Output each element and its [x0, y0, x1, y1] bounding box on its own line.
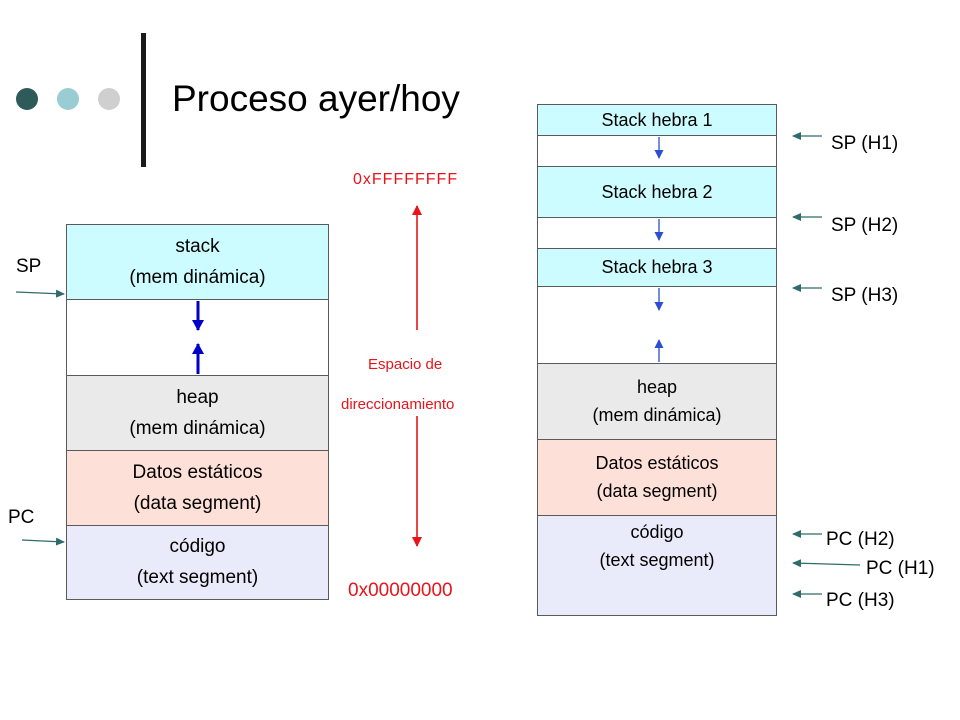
right-heap-segment: heap (mem dinámica) — [537, 363, 777, 440]
right-code-title: código — [630, 522, 684, 542]
right-stack-hebra-2-label: Stack hebra 2 — [601, 181, 713, 202]
left-sp-arrow — [15, 289, 65, 298]
pc-h2-label: PC (H2) — [826, 529, 895, 550]
left-data-title: Datos estáticos — [132, 461, 263, 483]
address-bottom-label: 0x00000000 — [348, 580, 453, 601]
right-stack-hebra-3-label: Stack hebra 3 — [601, 257, 713, 277]
right-data-title: Datos estáticos — [595, 453, 719, 473]
right-stack-hebra-1-label: Stack hebra 1 — [601, 109, 713, 130]
left-sp-label: SP — [16, 256, 42, 277]
decor-dot-mid — [57, 88, 79, 110]
left-data-segment: Datos estáticos (data segment) — [66, 450, 329, 526]
address-space-label-line2: direccionamiento — [341, 396, 455, 413]
sp-h2-label: SP (H2) — [831, 215, 899, 236]
pc-h1-arrow — [792, 559, 861, 568]
right-heap-subtitle: (mem dinámica) — [592, 405, 722, 425]
left-code-segment: código (text segment) — [66, 525, 329, 600]
decor-dot-dark — [16, 88, 38, 110]
left-data-subtitle: (data segment) — [133, 492, 262, 514]
decor-dot-light — [98, 88, 120, 110]
address-top-label: 0xFFFFFFFF — [353, 171, 459, 188]
left-heap-title: heap — [176, 386, 219, 408]
right-free-space — [537, 286, 777, 364]
left-stack-subtitle: (mem dinámica) — [129, 266, 266, 288]
sp-h1-label: SP (H1) — [831, 133, 899, 154]
sp-h3-label: SP (H3) — [831, 285, 899, 306]
right-stack-hebra-2: Stack hebra 2 — [537, 166, 777, 218]
left-heap-subtitle: (mem dinámica) — [129, 417, 266, 439]
left-code-subtitle: (text segment) — [136, 567, 259, 588]
left-stack-title: stack — [175, 235, 220, 257]
right-code-segment: código (text segment) — [537, 515, 777, 616]
right-data-subtitle: (data segment) — [596, 481, 718, 501]
right-stack-hebra-1: Stack hebra 1 — [537, 104, 777, 136]
address-space-label-line1: Espacio de — [368, 356, 443, 373]
left-code-title: código — [169, 536, 226, 557]
right-data-segment: Datos estáticos (data segment) — [537, 439, 777, 516]
pc-h3-label: PC (H3) — [826, 590, 895, 611]
left-pc-arrow — [21, 537, 65, 546]
right-code-subtitle: (text segment) — [599, 550, 715, 570]
left-heap-segment: heap (mem dinámica) — [66, 375, 329, 451]
left-stack-segment: stack (mem dinámica) — [66, 224, 329, 300]
right-heap-title: heap — [636, 377, 678, 397]
left-pc-label: PC — [8, 507, 35, 528]
title-divider — [141, 33, 146, 167]
page-title: Proceso ayer/hoy — [172, 78, 460, 119]
pc-h1-label: PC (H1) — [866, 558, 935, 579]
